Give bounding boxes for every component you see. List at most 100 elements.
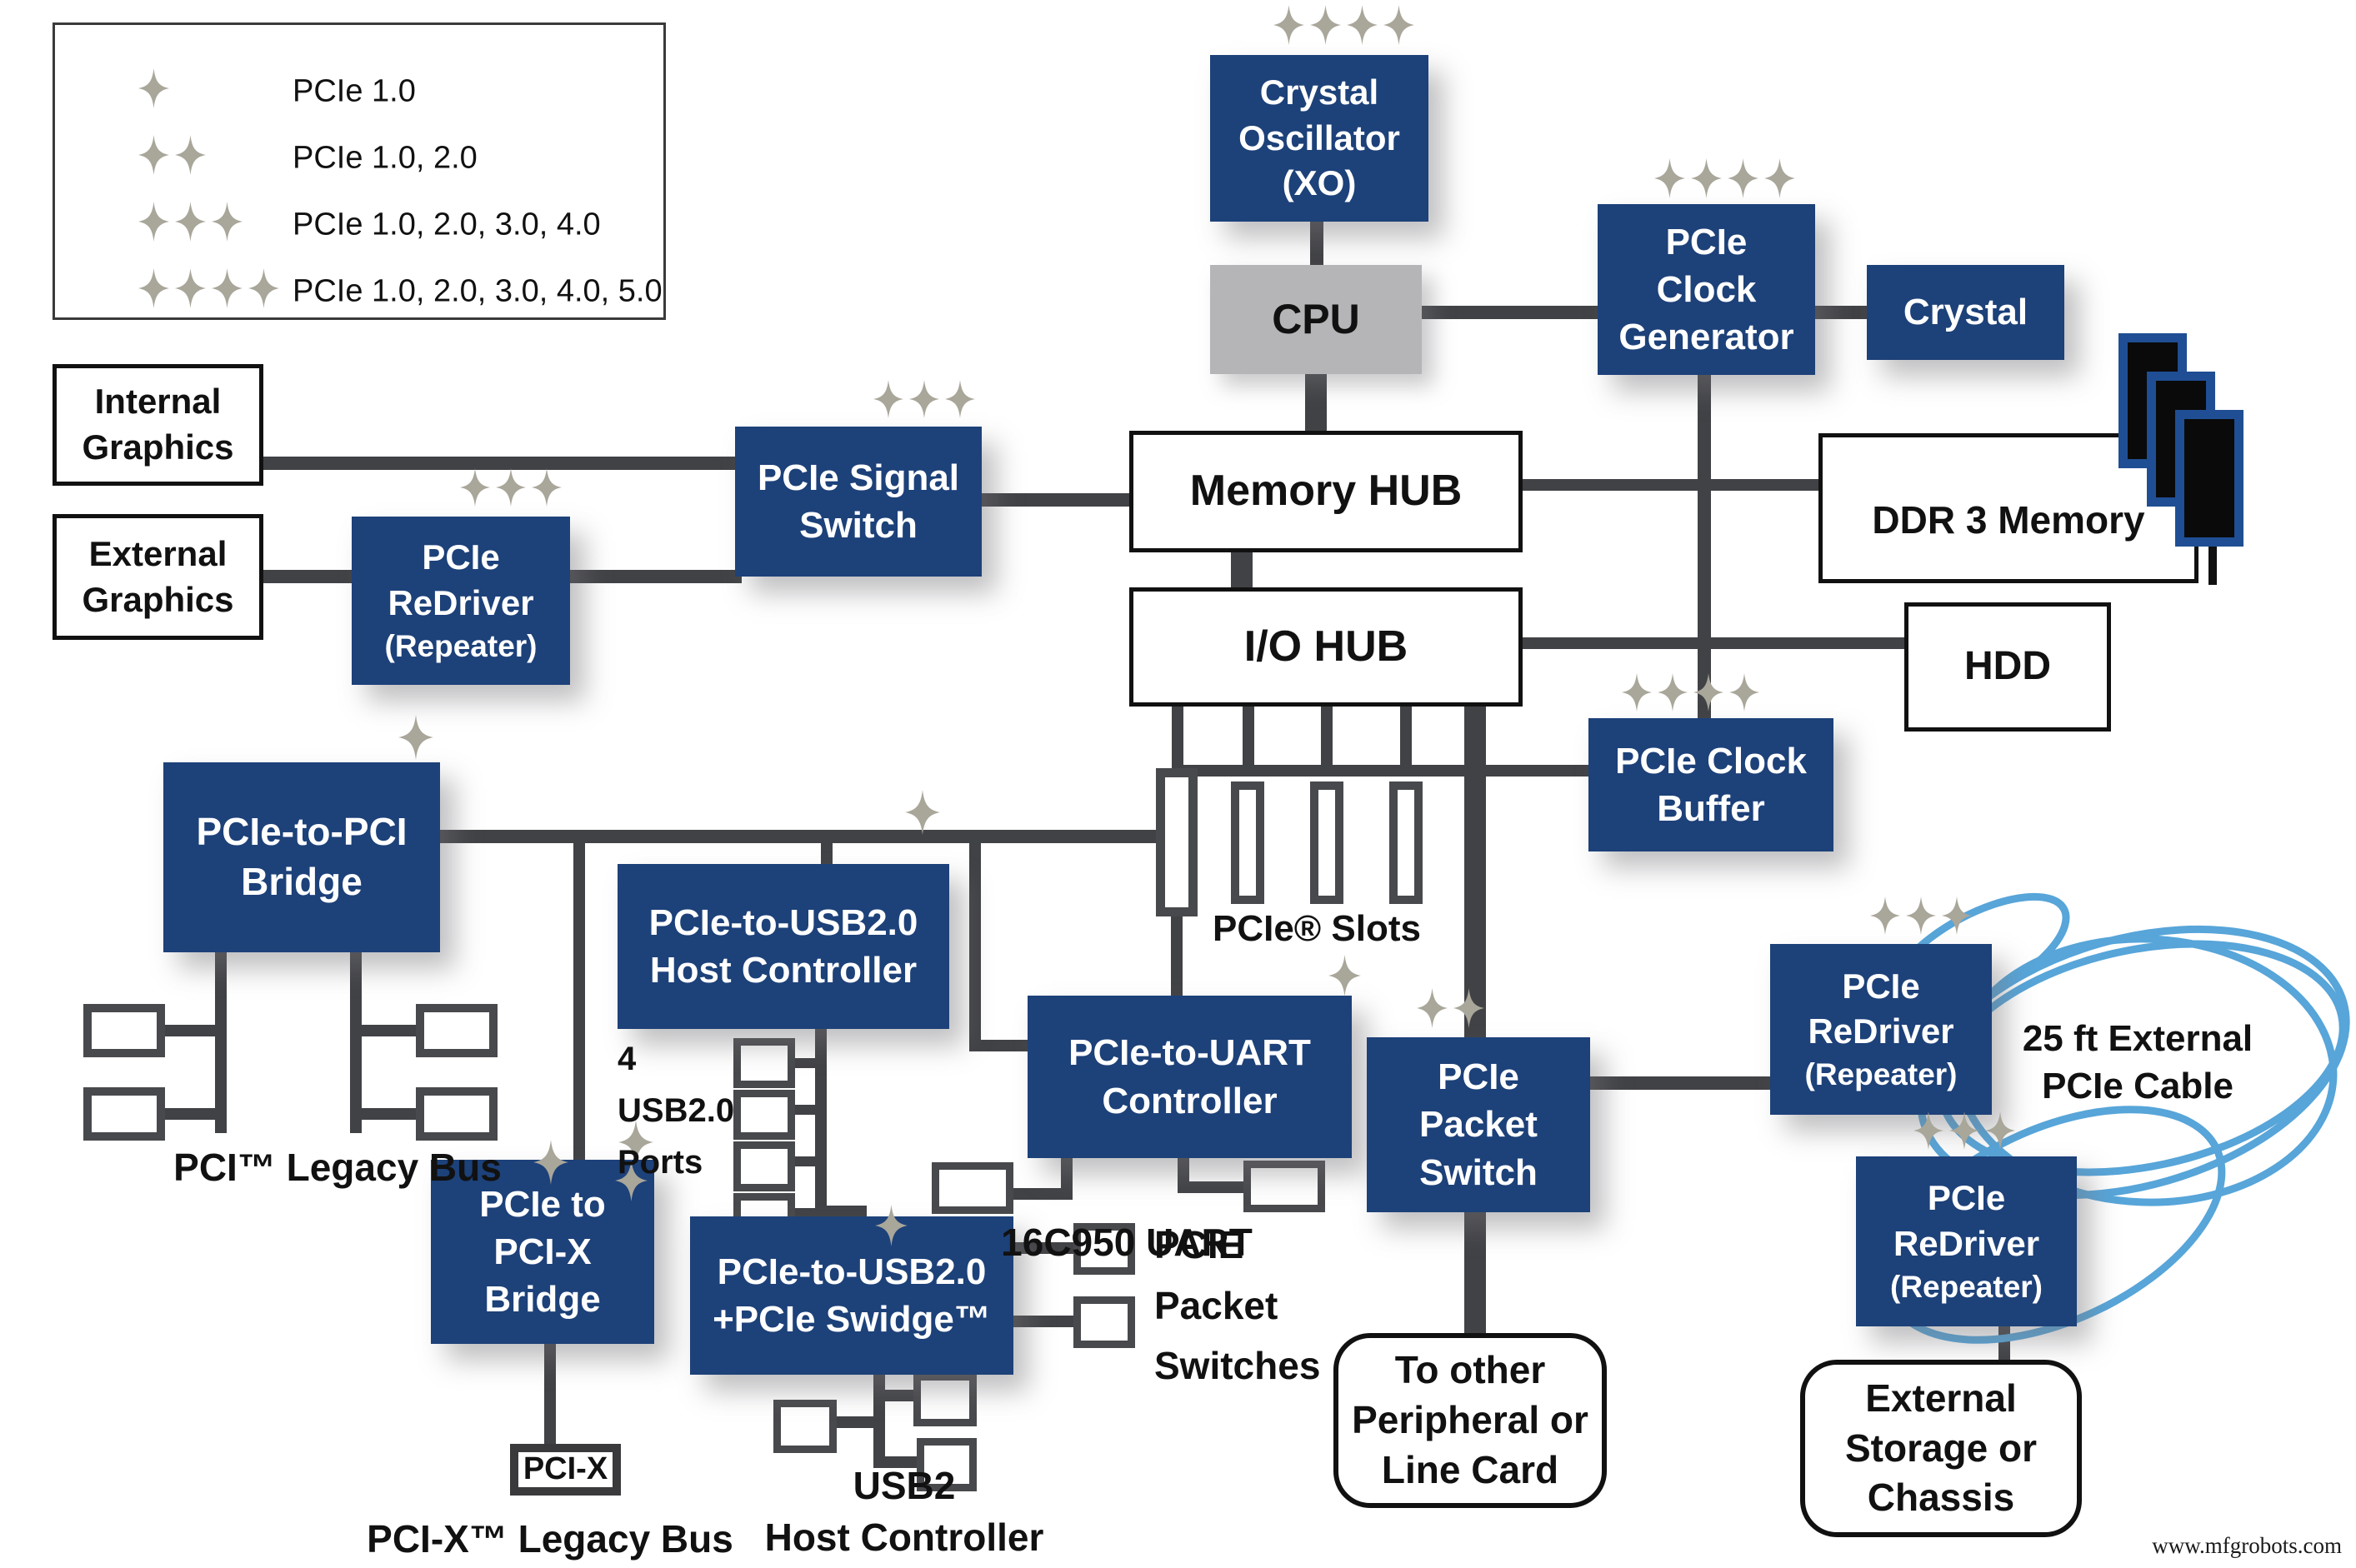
pcie-star-icon: [875, 1205, 908, 1246]
line-internal-gfx-signal-switch: [263, 457, 735, 470]
pcie-star-icon: [533, 1140, 568, 1185]
line-main-bus: [434, 830, 1156, 843]
pcie-star-icon: [398, 715, 433, 760]
line-usb2-tree-stub-rt: [885, 1390, 913, 1401]
usb2-host-box: [917, 1438, 977, 1491]
line-pcix-bridge-pcix: [544, 1344, 556, 1444]
line-usb-port-stub-4: [795, 1208, 815, 1218]
line-clock-generator-crystal: [1815, 306, 1867, 319]
pcie-slot: [1231, 782, 1264, 904]
pcie-slot: [1389, 782, 1423, 904]
pci-device-box: [416, 1087, 498, 1141]
pcie-star-icon: [1273, 5, 1414, 45]
node-hdd: HDD: [1904, 602, 2111, 732]
pcie-star-icon: [1913, 1111, 2015, 1150]
line-bus-uart-vert: [969, 843, 981, 1051]
line-usb-chain-elbow-h: [815, 1206, 867, 1217]
line-slot1-uart: [1171, 916, 1183, 996]
pcie-star-icon: [1328, 955, 1361, 996]
line-uart-drop-left-h: [1013, 1188, 1073, 1200]
node-memory-hub: Memory HUB: [1129, 431, 1523, 552]
line-clock-generator-clock-buffer: [1698, 375, 1711, 725]
usb2-port-box: [733, 1090, 795, 1140]
pcie-star-icon: [138, 68, 169, 108]
line-io-hub-packet-switch: [1464, 707, 1486, 1037]
usb2-host-box: [913, 1373, 977, 1426]
watermark: www.mfgrobots.com: [2152, 1533, 2342, 1558]
line-pci-stub-3: [362, 1025, 416, 1036]
legend-label: PCIe 1.0: [293, 73, 416, 109]
pcie-slot: [1156, 768, 1198, 916]
legend-row: PCIe 1.0: [55, 58, 663, 125]
pcie-star-icon: [618, 1120, 653, 1165]
node-io-hub: I/O HUB: [1129, 587, 1523, 707]
line-io-hub-drop-3: [1321, 707, 1333, 771]
label-pci-legacy-bus: PCI™ Legacy Bus: [173, 1146, 502, 1189]
label-usb2-host-controller: USB2 Host Controller: [754, 1460, 1054, 1563]
usb2-host-box: [773, 1400, 837, 1453]
memory-module-icon: [2175, 410, 2243, 547]
node-crystal: Crystal: [1867, 265, 2064, 360]
line-swidge-ps1: [1013, 1242, 1073, 1254]
legend-label: PCIe 1.0, 2.0: [293, 140, 478, 176]
uart-device-box: [1243, 1161, 1325, 1212]
label-pcie-slots: PCIe® Slots: [1212, 908, 1422, 949]
usb2-port-box: [733, 1038, 795, 1088]
uart-device-box: [932, 1162, 1013, 1214]
pcie-slot: [1310, 782, 1343, 904]
line-usb-port-chain: [815, 1029, 827, 1217]
line-io-hub-drop-1: [1172, 707, 1183, 771]
line-io-hub-drop-2: [1243, 707, 1254, 771]
line-uart-drop-right-v: [1178, 1158, 1189, 1193]
line-swidge-ps2: [1013, 1316, 1073, 1327]
legend-row: PCIe 1.0, 2.0, 3.0, 4.0, 5.0: [55, 258, 663, 325]
line-memory-hub-ddr3: [1523, 479, 1818, 491]
line-signal-switch-memory-hub: [982, 493, 1129, 507]
pcie-star-icon: [873, 380, 975, 418]
line-io-hub-hdd: [1523, 637, 1904, 649]
line-bus-pcix-bridge: [573, 843, 585, 1160]
line-usb2-tree-vert: [873, 1375, 885, 1468]
legend-row: PCIe 1.0, 2.0: [55, 125, 663, 192]
line-pci-stub-2: [165, 1108, 215, 1120]
line-usb-port-stub-3: [795, 1156, 815, 1166]
pcie-packet-switch-box: [1073, 1223, 1135, 1275]
line-packet-switch-redriver: [1590, 1076, 1770, 1090]
label-16c950-uart: 16C950 UART: [1001, 1221, 1253, 1264]
line-io-hub-drop-4: [1400, 707, 1412, 771]
pcie-star-icon: [905, 790, 940, 835]
legend: PCIe 1.0 PCIe 1.0, 2.0 PCIe 1.0, 2.0, 3.…: [53, 22, 666, 320]
line-slot-bus: [1172, 765, 1588, 777]
usb2-port-box: [733, 1141, 795, 1191]
label-pcix-legacy-bus: PCI-X™ Legacy Bus: [367, 1517, 733, 1561]
line-ddr3-module-connector: [2208, 547, 2217, 585]
pcie-star-icon: [615, 1160, 648, 1201]
line-pci-leg-left: [215, 952, 227, 1133]
line-memory-hub-io-hub: [1231, 552, 1253, 587]
line-bus-usb-host: [821, 843, 833, 864]
line-pci-leg-right: [350, 952, 362, 1133]
pcie-star-icon: [1870, 896, 1972, 935]
line-cpu-clock-generator: [1421, 306, 1598, 319]
pci-device-box: [416, 1004, 498, 1057]
node-pcie-swidge: PCIe-to-USB2.0+PCIe Swidge™: [690, 1216, 1013, 1375]
pcie-packet-switch-box: [1073, 1296, 1135, 1348]
pcie-star-icon: [138, 135, 206, 175]
line-packet-switch-peripheral: [1464, 1212, 1486, 1333]
line-cpu-memory-hub: [1305, 374, 1327, 431]
label-host-controller: Host Controller: [764, 1516, 1044, 1560]
